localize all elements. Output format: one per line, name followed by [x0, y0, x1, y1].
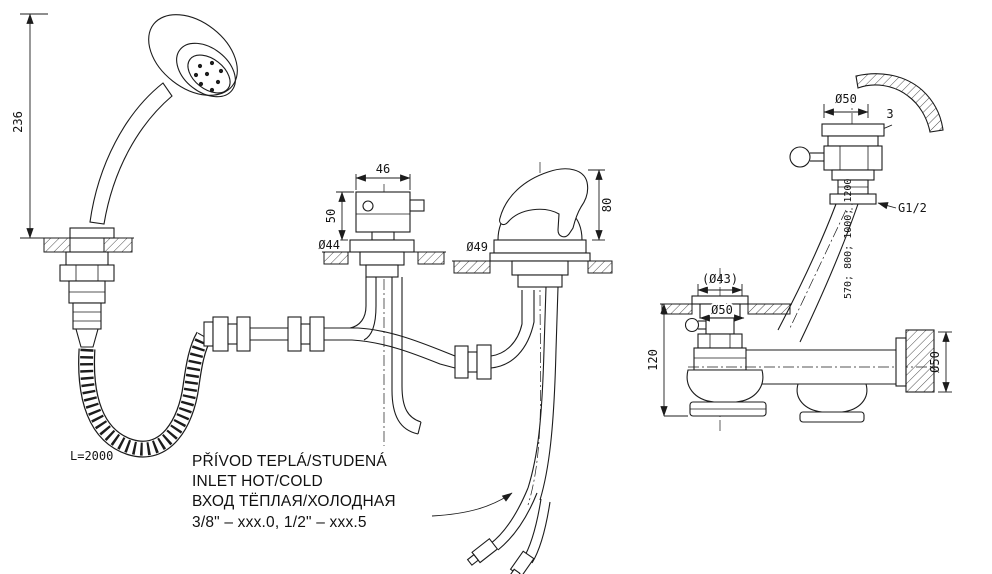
side-view: Ø50 3 G1/2 570; 800; 1000; 1200: [646, 73, 952, 434]
siphon-bells: [686, 369, 868, 423]
left-valve-body: [355, 191, 411, 233]
overflow-knob: [789, 146, 811, 168]
shower-handle: [89, 82, 173, 225]
pull-rod-lengths-label: 570; 800; 1000; 1200: [843, 179, 854, 299]
overflow-head: [789, 123, 885, 205]
left-valve: [322, 184, 446, 446]
inlet-note-thread-sizes: 3/8" – xxx.0, 1/2" – xxx.5: [192, 514, 367, 531]
drain-tee-body: [693, 347, 747, 371]
dim-46-label: 46: [376, 162, 390, 176]
shower-face-inner-ring: [187, 54, 231, 94]
flexible-inlet-hoses: [466, 487, 551, 574]
shower-face-ring: [176, 42, 236, 98]
dim-120-label: 120: [646, 349, 660, 371]
drain-overflow-port: [684, 317, 700, 333]
dimension-valve-height: 50: [324, 191, 354, 241]
dia-44-label: Ø44: [318, 238, 340, 252]
shower-nozzle-dots: [193, 60, 224, 93]
inlet-note-czech: PŘÍVOD TEPLÁ/STUDENÁ: [192, 453, 387, 470]
hose-length-label: L=2000: [70, 449, 113, 463]
dimension-drain-dia: Ø50: [699, 301, 745, 322]
single-lever-mixer: [452, 162, 613, 506]
g12-label: G1/2: [898, 201, 927, 215]
inlet-note-block: PŘÍVOD TEPLÁ/STUDENÁ INLET HOT/COLD ВХОД…: [192, 453, 513, 531]
dimension-mixer-height: 80: [588, 169, 614, 241]
dim-236-label: 236: [11, 111, 25, 133]
shower-head: [148, 14, 238, 96]
hand-shower: [69, 14, 238, 239]
left-valve-flange: [349, 239, 415, 253]
shower-deck-section: [42, 237, 134, 253]
dia-50-outlet-label: Ø50: [928, 351, 942, 373]
dim-80-label: 80: [600, 198, 614, 212]
shower-escutcheon: [69, 227, 115, 239]
dia-50-drain-label: Ø50: [711, 303, 733, 317]
inlet-note-english: INLET HOT/COLD: [192, 473, 323, 490]
dimension-overflow-dia: Ø50: [823, 90, 869, 118]
inlet-note-russian: ВХОД ТЁПЛАЯ/ХОЛОДНАЯ: [192, 493, 396, 510]
left-valve-pipes: [349, 277, 422, 435]
mixer-handle: [499, 168, 589, 238]
shower-hose: [78, 331, 212, 458]
thread-size-callout: G1/2: [877, 201, 927, 215]
dimension-valve-width: 46: [355, 162, 411, 190]
dia-50-overflow-label: Ø50: [835, 92, 857, 106]
shower-fixing-stack: [59, 251, 115, 348]
hose-coupling-group-3: [454, 344, 492, 380]
front-view: 236: [11, 13, 614, 574]
mixer-flange: [493, 239, 587, 254]
dim-50-label: 50: [324, 209, 338, 223]
hose-coupling-group-1: [203, 316, 251, 352]
dia-49-label: Ø49: [466, 240, 488, 254]
hose-coupling-group-2: [287, 316, 325, 352]
dim-3-label: 3: [886, 107, 893, 121]
overflow-diagonal-pipe: [777, 203, 859, 343]
outlet-fitting: [895, 329, 935, 393]
dimension-drain-depth: 120: [646, 303, 688, 417]
inlet-note-leader-arrow: [431, 492, 513, 517]
tub-rim-section: [855, 73, 944, 133]
dimension-outlet-dia: Ø50: [928, 331, 952, 393]
dimension-shower-height: 236: [11, 13, 48, 239]
